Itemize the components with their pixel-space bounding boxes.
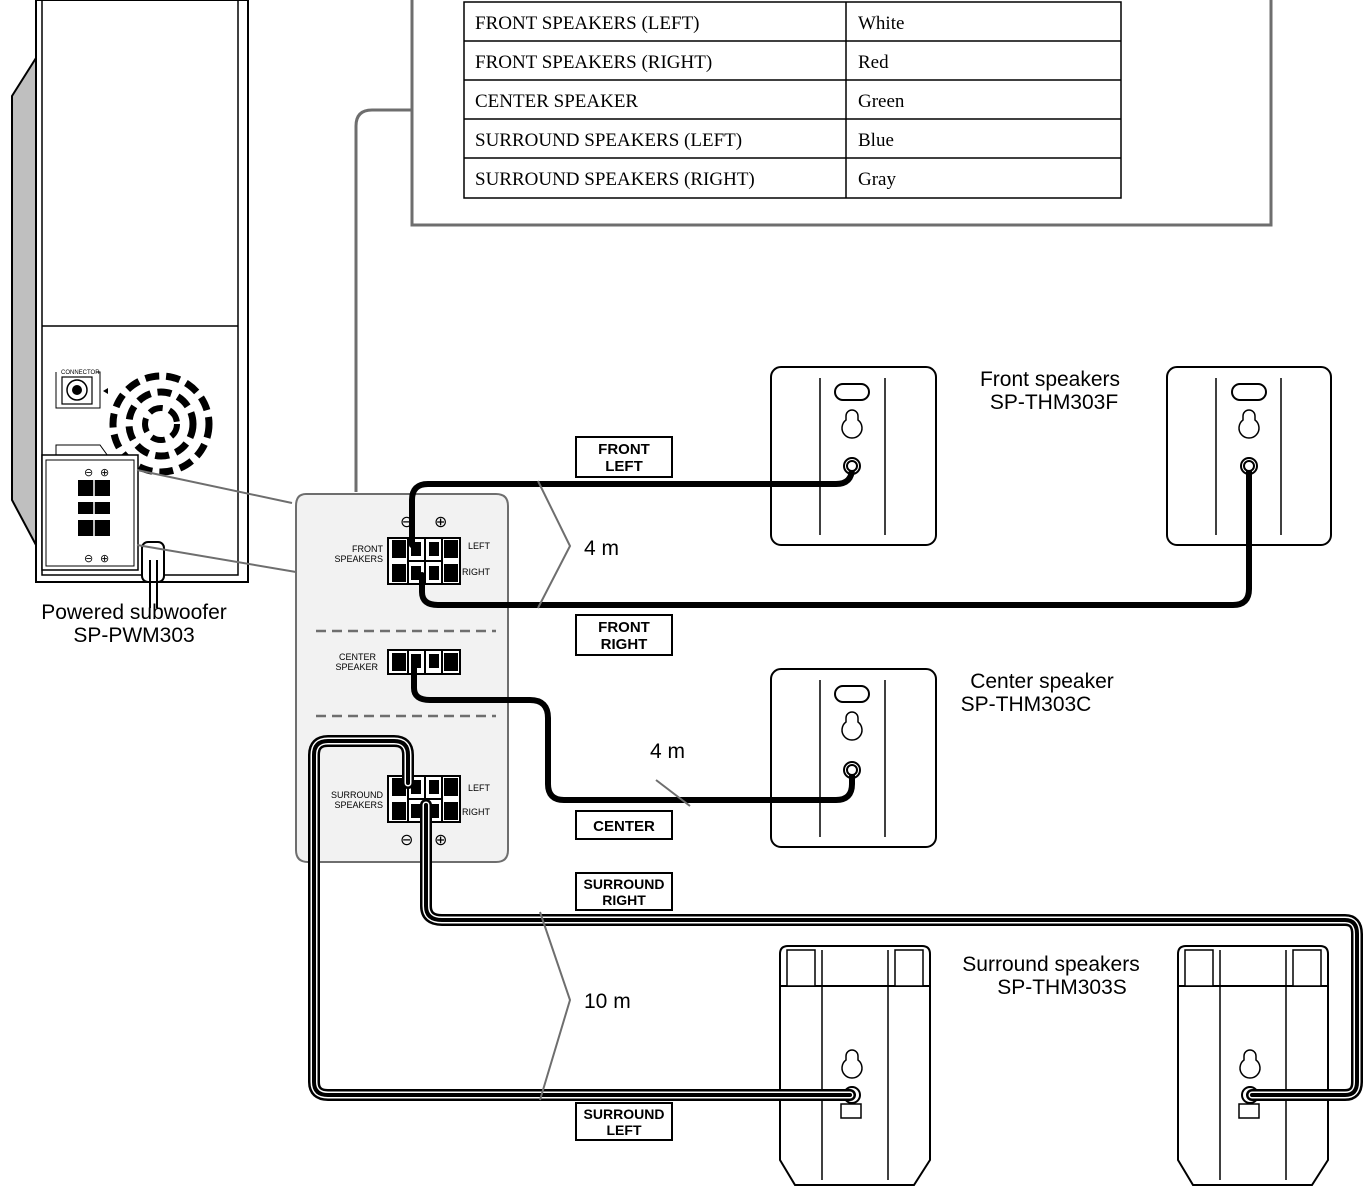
cable-tag-surround-right: SURROUND RIGHT	[575, 872, 673, 911]
cable-tag-surround-left: SURROUND LEFT	[575, 1102, 673, 1141]
table-row-color: Blue	[858, 130, 894, 151]
bass-vent	[109, 372, 213, 476]
front-left-speaker	[770, 366, 937, 546]
terminal-plus: ⊕	[434, 512, 447, 531]
svg-text:RIGHT: RIGHT	[602, 892, 646, 908]
svg-text:SURROUND: SURROUND	[584, 876, 665, 892]
left-label: LEFT	[468, 541, 491, 551]
center-speaker-model: SP-THM303C	[961, 693, 1092, 716]
center-cable	[411, 661, 855, 803]
right-label: RIGHT	[462, 567, 491, 577]
center-speaker-terminals: CENTER SPEAKER	[335, 649, 461, 675]
table-row-label: SURROUND SPEAKERS (LEFT)	[475, 130, 742, 151]
front-right-cable	[419, 465, 1252, 608]
table-row-color: Red	[858, 52, 889, 73]
cable-tag-center: CENTER	[575, 810, 673, 840]
terminal-plus: ⊕	[434, 830, 447, 849]
svg-text:FRONT: FRONT	[598, 619, 650, 636]
color-code-table: FRONT SPEAKERS (LEFT) White FRONT SPEAKE…	[463, 1, 1122, 199]
svg-text:⊕: ⊕	[100, 466, 109, 479]
center-speaker	[770, 668, 937, 848]
table-row-label: FRONT SPEAKERS (LEFT)	[475, 13, 700, 34]
connector-label: CONNECTOR	[61, 370, 100, 376]
svg-text:SPEAKER: SPEAKER	[335, 662, 378, 672]
svg-text:⊕: ⊕	[100, 552, 109, 565]
surround-speakers-model: SP-THM303S	[997, 976, 1127, 999]
center-speaker-name: Center speaker	[970, 670, 1114, 693]
surround-speakers-name: Surround speakers	[962, 953, 1139, 976]
right-label: RIGHT	[462, 807, 491, 817]
front-speakers-name: Front speakers	[980, 368, 1120, 391]
front-speakers-model: SP-THM303F	[990, 391, 1118, 414]
length-brackets	[537, 480, 691, 1101]
table-row-label: CENTER SPEAKER	[475, 91, 638, 112]
table-row-color: Gray	[858, 169, 896, 190]
subwoofer-model: SP-PWM303	[73, 624, 194, 647]
subwoofer-terminal-block: ⊖ ⊕ ⊖ ⊕	[41, 454, 139, 571]
surround-left-speaker	[779, 945, 931, 1186]
front-speakers-label: FRONT	[352, 544, 383, 554]
powered-subwoofer: CONNECTOR ⊖ ⊕ ⊖ ⊕ Powered	[11, 0, 249, 647]
connector-port: CONNECTOR	[55, 370, 108, 409]
svg-text:LEFT: LEFT	[607, 1122, 642, 1138]
svg-text:SPEAKERS: SPEAKERS	[334, 554, 383, 564]
center-cable-length: 4 m	[650, 740, 685, 763]
surround-right-speaker	[1177, 945, 1329, 1186]
color-code-callout: FRONT SPEAKERS (LEFT) White FRONT SPEAKE…	[354, 0, 1273, 492]
svg-text:FRONT: FRONT	[598, 441, 650, 458]
cable-tag-front-left: FRONT LEFT	[575, 436, 673, 478]
svg-text:CENTER: CENTER	[593, 818, 655, 835]
svg-text:⊖: ⊖	[84, 466, 93, 479]
terminal-panel-enlarged: ⊖ ⊕ FRONT SPEAKERS LEFT RIGHT CENTER SPE…	[295, 493, 509, 863]
table-row-label: FRONT SPEAKERS (RIGHT)	[475, 52, 712, 73]
svg-text:⊖: ⊖	[84, 552, 93, 565]
center-speaker-label: CENTER	[339, 652, 377, 662]
table-row-label: SURROUND SPEAKERS (RIGHT)	[475, 169, 755, 190]
svg-text:SURROUND: SURROUND	[584, 1106, 665, 1122]
left-label: LEFT	[468, 783, 491, 793]
subwoofer-name: Powered subwoofer	[41, 601, 227, 624]
surround-speakers-label: SURROUND	[331, 790, 384, 800]
front-left-cable	[409, 465, 855, 548]
front-cable-length: 4 m	[584, 537, 619, 560]
svg-text:RIGHT: RIGHT	[601, 636, 648, 653]
terminal-minus: ⊖	[400, 830, 413, 849]
surround-cable-length: 10 m	[584, 990, 631, 1013]
svg-text:LEFT: LEFT	[605, 458, 643, 475]
cable-tag-front-right: FRONT RIGHT	[575, 614, 673, 656]
svg-text:SPEAKERS: SPEAKERS	[334, 800, 383, 810]
table-row-color: White	[858, 13, 904, 34]
table-row-color: Green	[858, 91, 905, 112]
